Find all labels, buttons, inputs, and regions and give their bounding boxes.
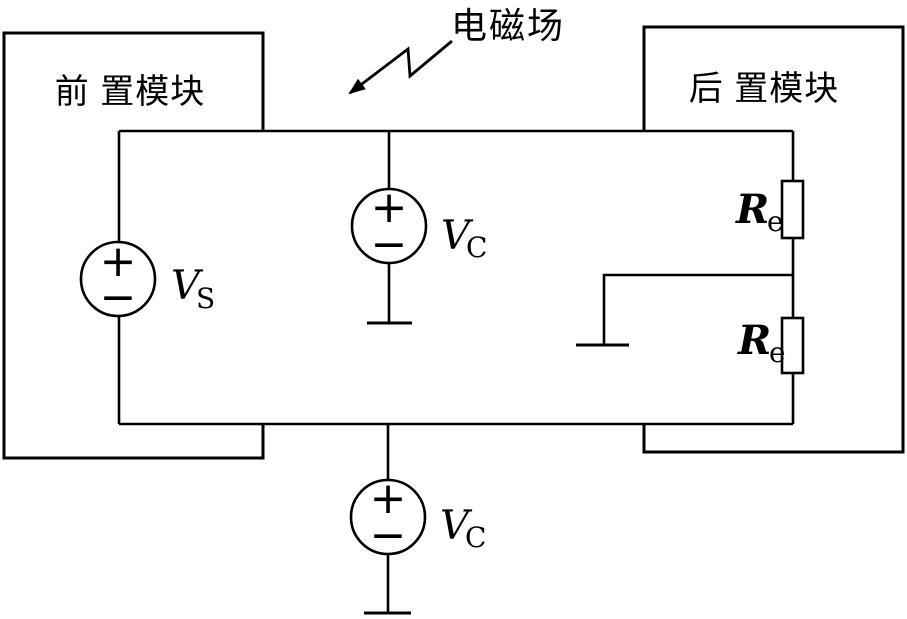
re-bottom-label-subscript: e: [769, 336, 786, 369]
vc-mid-label-subscript: C: [466, 231, 487, 264]
em-field-lightning-arrow-icon: [348, 39, 453, 95]
em-field-label: 电磁场: [451, 5, 565, 46]
re-bottom-resistor-icon: [780, 316, 805, 375]
vc-bottom-minus-sign: −: [370, 510, 407, 561]
vc-bottom-label-subscript: C: [465, 521, 486, 554]
vc-bottom-source-icon: [349, 478, 427, 556]
vs-minus-sign: −: [100, 272, 137, 323]
vc-mid-plus-sign: +: [371, 182, 408, 233]
front-module-box: [2, 31, 265, 460]
re-top-label: R: [735, 186, 769, 233]
re-top-resistor-icon: [780, 179, 805, 240]
vs-plus-sign: +: [100, 236, 137, 287]
vc-mid-minus-sign: −: [371, 219, 408, 270]
vc-bottom-plus-sign: +: [370, 473, 407, 524]
vs-source-icon: [79, 240, 157, 318]
re-bottom-label: R: [737, 317, 771, 364]
vs-label-subscript: S: [196, 282, 215, 315]
vc-mid-label: V: [441, 213, 474, 259]
re-top-label-subscript: e: [767, 205, 784, 238]
back-module-label: 后 置模块: [689, 70, 839, 108]
vc-mid-source-icon: [350, 187, 428, 265]
vc-bottom-label: V: [440, 503, 473, 549]
mid-tap-wire: [602, 273, 793, 345]
vs-label: V: [171, 263, 204, 309]
front-module-label: 前 置模块: [55, 73, 205, 111]
back-module-box: [642, 25, 905, 454]
